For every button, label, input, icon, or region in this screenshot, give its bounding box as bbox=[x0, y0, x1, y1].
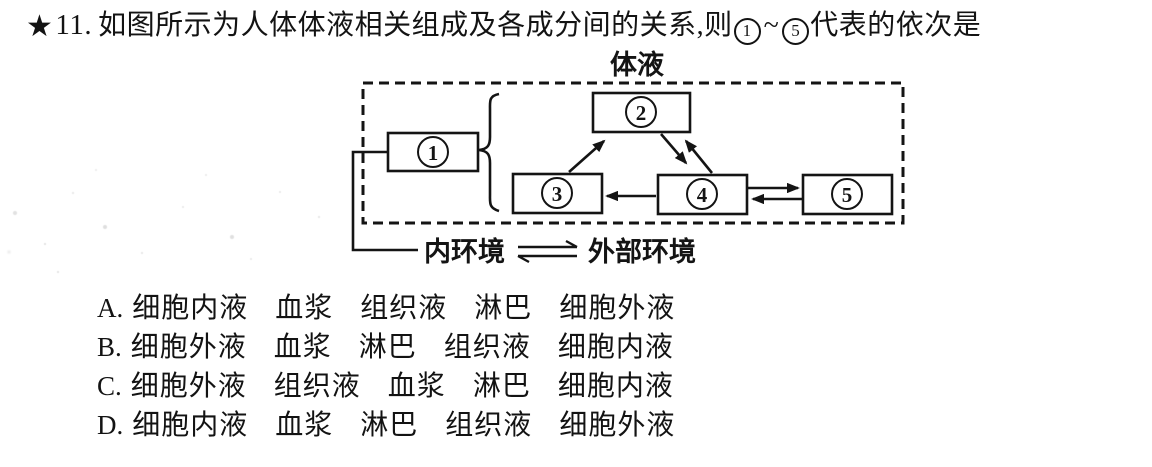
option-c-item-2: 组织液 bbox=[273, 371, 361, 402]
option-d-letter: D. bbox=[97, 410, 124, 440]
option-d-item-1: 细胞内液 bbox=[132, 410, 249, 441]
option-a-item-1: 细胞内液 bbox=[132, 293, 249, 324]
star-icon: ★ bbox=[26, 10, 54, 43]
box-5-digit: 5 bbox=[842, 183, 853, 207]
option-d-item-3: 淋巴 bbox=[360, 410, 419, 441]
option-a: A. 细胞内液血浆组织液淋巴细胞外液 bbox=[97, 289, 675, 328]
box-3: 3 bbox=[511, 172, 604, 215]
range-tilde: ~ bbox=[763, 10, 780, 41]
box-4: 4 bbox=[656, 173, 749, 216]
internal-environment-label: 内环境 bbox=[424, 237, 505, 267]
stem-text-suffix: 代表的依次是 bbox=[810, 10, 982, 41]
option-d: D. 细胞内液血浆淋巴组织液细胞外液 bbox=[97, 406, 675, 445]
box-4-digit: 4 bbox=[697, 183, 708, 207]
option-b-item-5: 细胞内液 bbox=[557, 332, 674, 363]
option-b-letter: B. bbox=[97, 332, 122, 362]
option-c-item-5: 细胞内液 bbox=[557, 371, 674, 402]
option-b-item-4: 组织液 bbox=[443, 332, 531, 363]
diagram-title-tiye: 体液 bbox=[610, 50, 664, 80]
box-1-digit: 1 bbox=[428, 141, 439, 165]
option-d-item-5: 细胞外液 bbox=[559, 410, 676, 441]
scan-noise bbox=[0, 0, 2, 2]
circled-1-icon: 1 bbox=[733, 18, 761, 45]
arrow-2-to-4 bbox=[660, 133, 688, 165]
left-curly-brace-icon bbox=[478, 92, 500, 213]
box-1: 1 bbox=[386, 131, 480, 173]
option-a-item-4: 淋巴 bbox=[474, 293, 533, 324]
option-c: C. 细胞外液组织液血浆淋巴细胞内液 bbox=[97, 367, 675, 406]
box-3-digit: 3 bbox=[552, 182, 563, 206]
option-b-item-2: 血浆 bbox=[273, 332, 332, 363]
question-number: 11. bbox=[55, 9, 93, 41]
box-2: 2 bbox=[591, 91, 692, 134]
option-a-letter: A. bbox=[97, 293, 124, 323]
arrow-3-to-2 bbox=[568, 139, 606, 173]
equilibrium-arrows-icon bbox=[517, 239, 578, 264]
option-c-letter: C. bbox=[97, 371, 122, 401]
arrow-4-to-2 bbox=[684, 139, 714, 174]
answer-options: A.细胞内液血浆组织液淋巴细胞外液 B.细胞外液血浆淋巴组织液细胞内液 C.细胞… bbox=[97, 289, 675, 445]
option-b: B. 细胞外液血浆淋巴组织液细胞内液 bbox=[97, 328, 675, 367]
option-c-item-4: 淋巴 bbox=[472, 371, 531, 402]
body-fluid-diagram: 体液 1 2 3 4 5 bbox=[351, 50, 905, 267]
option-b-item-1: 细胞外液 bbox=[130, 332, 247, 363]
box-2-digit: 2 bbox=[636, 101, 647, 125]
option-a-item-3: 组织液 bbox=[360, 293, 448, 324]
option-a-item-2: 血浆 bbox=[275, 293, 334, 324]
stem-text-prefix: 如图所示为人体体液相关组成及各成分间的关系,则 bbox=[98, 10, 733, 41]
circled-5-icon: 5 bbox=[782, 18, 810, 45]
option-c-item-1: 细胞外液 bbox=[130, 371, 247, 402]
option-a-item-5: 细胞外液 bbox=[559, 293, 676, 324]
option-b-item-3: 淋巴 bbox=[358, 332, 417, 363]
box-5: 5 bbox=[801, 173, 894, 216]
option-c-item-3: 血浆 bbox=[387, 371, 446, 402]
option-d-item-4: 组织液 bbox=[445, 410, 533, 441]
option-d-item-2: 血浆 bbox=[275, 410, 334, 441]
box1-to-internal-env-line bbox=[351, 150, 418, 252]
external-environment-label: 外部环境 bbox=[588, 236, 696, 267]
